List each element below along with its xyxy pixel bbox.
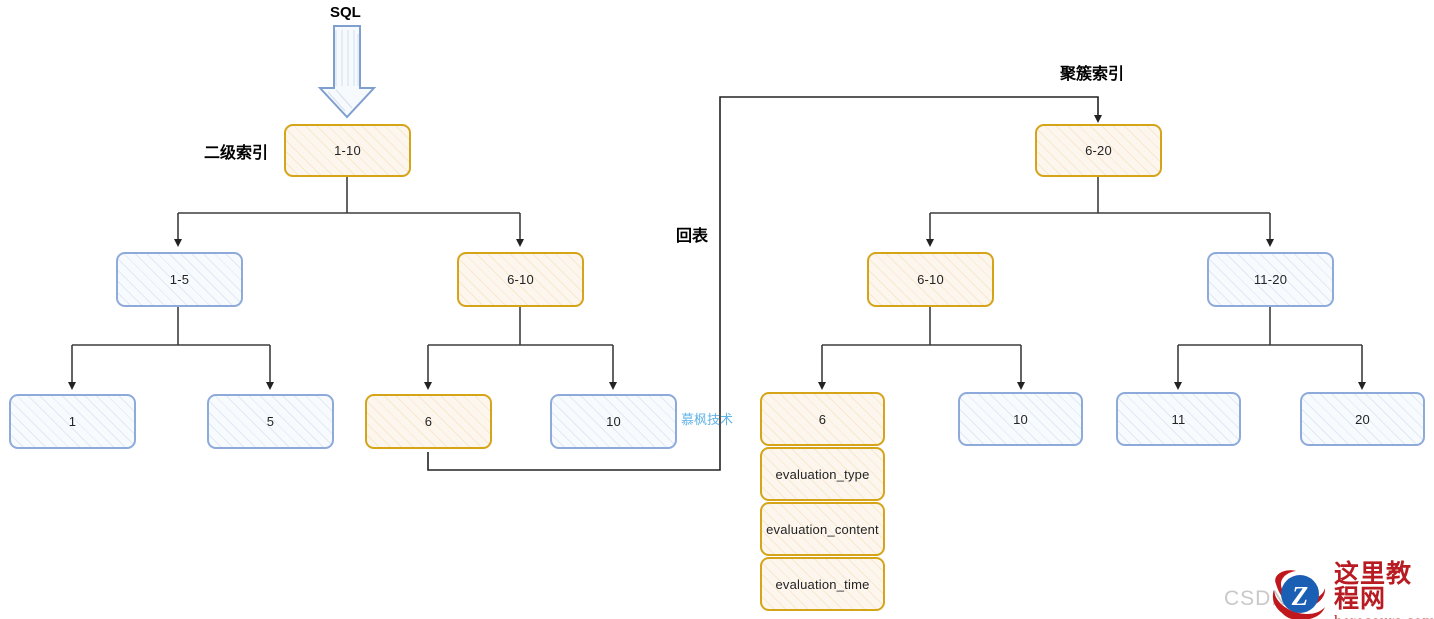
node-clustered-leaf-20[interactable]: 20: [1300, 392, 1425, 446]
node-secondary-leaf-5[interactable]: 5: [207, 394, 334, 449]
node-clustered-l2-6-10[interactable]: 6-10: [867, 252, 994, 307]
row-field-evaluation-type[interactable]: evaluation_type: [760, 447, 885, 501]
label-back-to-table: 回表: [676, 226, 709, 245]
site-logo: Z 这里教程网 herecours.com: [1268, 561, 1434, 619]
label-secondary-index: 二级索引: [204, 143, 269, 162]
node-secondary-l2-6-10[interactable]: 6-10: [457, 252, 584, 307]
label-clustered-index: 聚簇索引: [1060, 64, 1125, 83]
node-clustered-leaf-11[interactable]: 11: [1116, 392, 1241, 446]
node-secondary-leaf-10[interactable]: 10: [550, 394, 677, 449]
node-secondary-l2-1-5[interactable]: 1-5: [116, 252, 243, 307]
label-sql: SQL: [330, 4, 361, 21]
node-secondary-leaf-1[interactable]: 1: [9, 394, 136, 449]
node-clustered-leaf-10[interactable]: 10: [958, 392, 1083, 446]
logo-mark-icon: Z: [1268, 567, 1330, 619]
watermark-mufeng: 慕枫技术: [681, 413, 734, 428]
node-clustered-leaf-6[interactable]: 6: [760, 392, 885, 446]
logo-text-en: herecours.com: [1334, 614, 1434, 619]
logo-letter: Z: [1291, 581, 1309, 611]
row-field-evaluation-content[interactable]: evaluation_content: [760, 502, 885, 556]
row-field-evaluation-time[interactable]: evaluation_time: [760, 557, 885, 611]
logo-text-cn: 这里教程网: [1334, 559, 1413, 613]
node-clustered-l2-11-20[interactable]: 11-20: [1207, 252, 1334, 307]
logo-text: 这里教程网 herecours.com: [1334, 561, 1434, 619]
node-secondary-leaf-6[interactable]: 6: [365, 394, 492, 449]
node-clustered-root[interactable]: 6-20: [1035, 124, 1162, 177]
node-secondary-root[interactable]: 1-10: [284, 124, 411, 177]
sql-block-arrow: [317, 25, 377, 119]
